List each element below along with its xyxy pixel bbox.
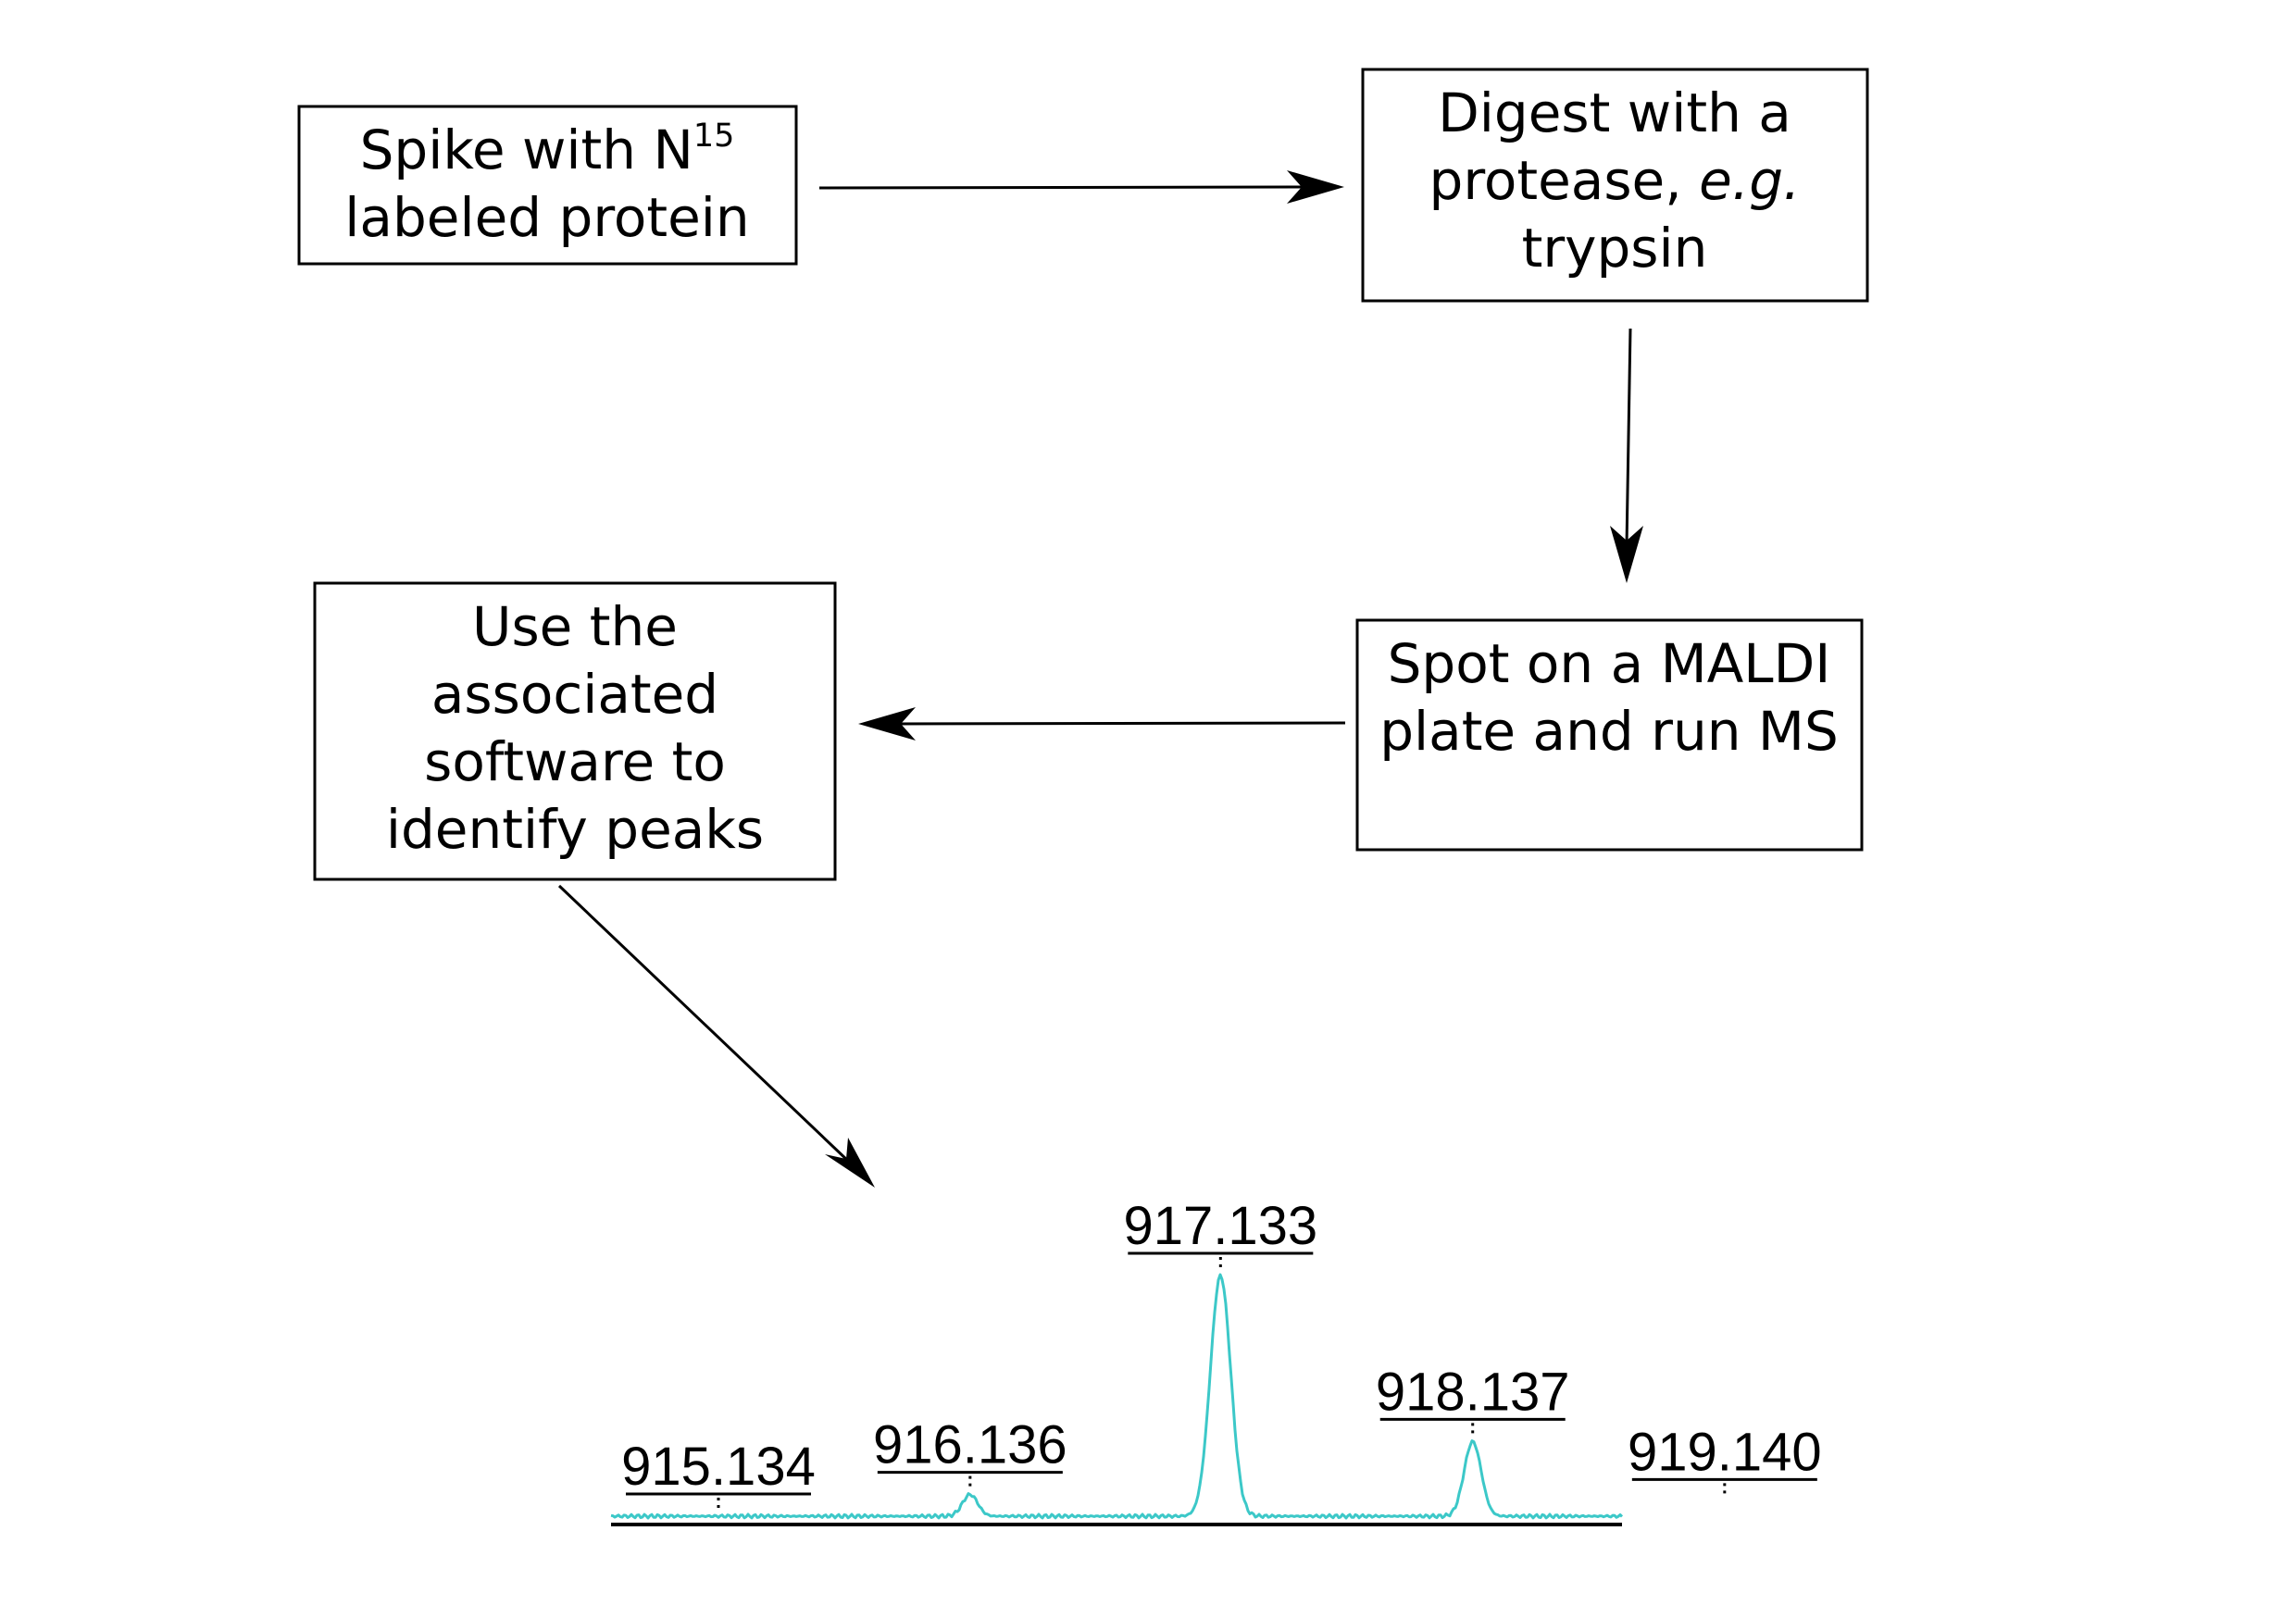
step-software-line-2: associated — [431, 663, 718, 726]
step-software: Use the associated software to identify … — [313, 581, 837, 881]
peak-label: 917.133 — [1124, 1196, 1318, 1256]
step-spike: Spike with N15 labeled protein — [297, 105, 798, 266]
step-digest-box — [1361, 68, 1869, 303]
arrow-software-to-spectrum — [557, 884, 875, 1188]
step-digest-line-3: trypsin — [1522, 217, 1708, 280]
peak-label: 915.134 — [621, 1437, 816, 1497]
step-maldi: Spot on a MALDI plate and run MS — [1355, 618, 1864, 852]
step-maldi-line-1: Spot on a MALDI — [1388, 632, 1831, 695]
mass-spectrum: 915.134 916.136 917.133 918.137 919.140 — [610, 1196, 1822, 1526]
step-digest-italic-text: e.g. — [1699, 149, 1800, 212]
arrow-digest-to-maldi — [1610, 328, 1643, 583]
arrow-spike-to-digest — [818, 170, 1344, 204]
step-maldi-line-2: plate and run MS — [1379, 700, 1839, 763]
peak-labels: 915.134 916.136 917.133 918.137 919.140 — [621, 1196, 1822, 1512]
peak-label: 916.136 — [873, 1415, 1067, 1475]
peak-label: 919.140 — [1628, 1422, 1822, 1482]
step-software-line-3: software to — [424, 730, 726, 793]
step-software-line-1: Use the — [472, 595, 678, 658]
spectrum-trace — [610, 1273, 1624, 1520]
step-software-line-4: identify peaks — [386, 798, 764, 861]
step-spike-superscript: 15 — [693, 118, 735, 155]
peak-label: 918.137 — [1376, 1362, 1570, 1422]
arrow-maldi-to-software — [858, 707, 1346, 741]
step-maldi-box — [1355, 618, 1864, 852]
step-spike-text: Spike with N — [360, 118, 693, 181]
step-digest: Digest with a protease, e.g. trypsin — [1361, 68, 1869, 303]
step-digest-line-2: protease, e.g. — [1429, 149, 1801, 212]
step-spike-line-2: labeled protein — [344, 186, 749, 249]
step-digest-text: protease, — [1429, 149, 1700, 212]
step-digest-line-1: Digest with a — [1438, 81, 1791, 144]
step-spike-line-1: Spike with N15 — [360, 118, 735, 181]
step-software-box — [313, 581, 837, 881]
step-spike-box — [297, 105, 798, 266]
